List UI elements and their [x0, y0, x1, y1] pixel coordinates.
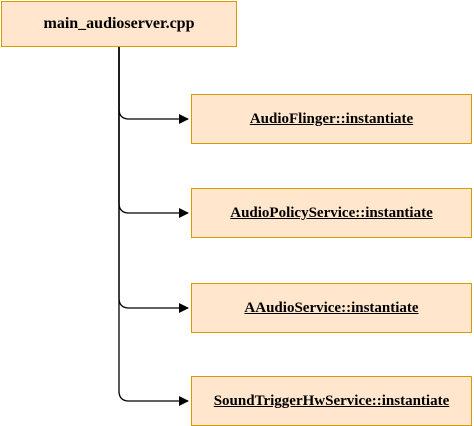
- connector-to-audioflinger: [118, 47, 189, 124]
- node-label-aaudioservice[interactable]: AAudioService::instantiate: [244, 299, 419, 316]
- root-node-label: main_audioserver.cpp: [43, 15, 195, 32]
- node-aaudioservice-instantiate[interactable]: AAudioService::instantiate: [191, 283, 472, 333]
- root-node-main-audioserver: main_audioserver.cpp: [1, 1, 237, 47]
- node-label-audiopolicyservice[interactable]: AudioPolicyService::instantiate: [230, 204, 433, 221]
- node-audiopolicyservice-instantiate[interactable]: AudioPolicyService::instantiate: [191, 188, 472, 238]
- connector-to-soundtriggerhwservice: [118, 47, 189, 406]
- connector-to-audiopolicyservice: [118, 47, 189, 218]
- node-soundtriggerhwservice-instantiate[interactable]: SoundTriggerHwService::instantiate: [191, 376, 472, 426]
- node-label-soundtriggerhwservice[interactable]: SoundTriggerHwService::instantiate: [213, 392, 450, 409]
- connector-to-aaudioservice: [118, 47, 189, 313]
- node-label-audioflinger[interactable]: AudioFlinger::instantiate: [249, 110, 414, 127]
- node-audioflinger-instantiate[interactable]: AudioFlinger::instantiate: [191, 94, 472, 144]
